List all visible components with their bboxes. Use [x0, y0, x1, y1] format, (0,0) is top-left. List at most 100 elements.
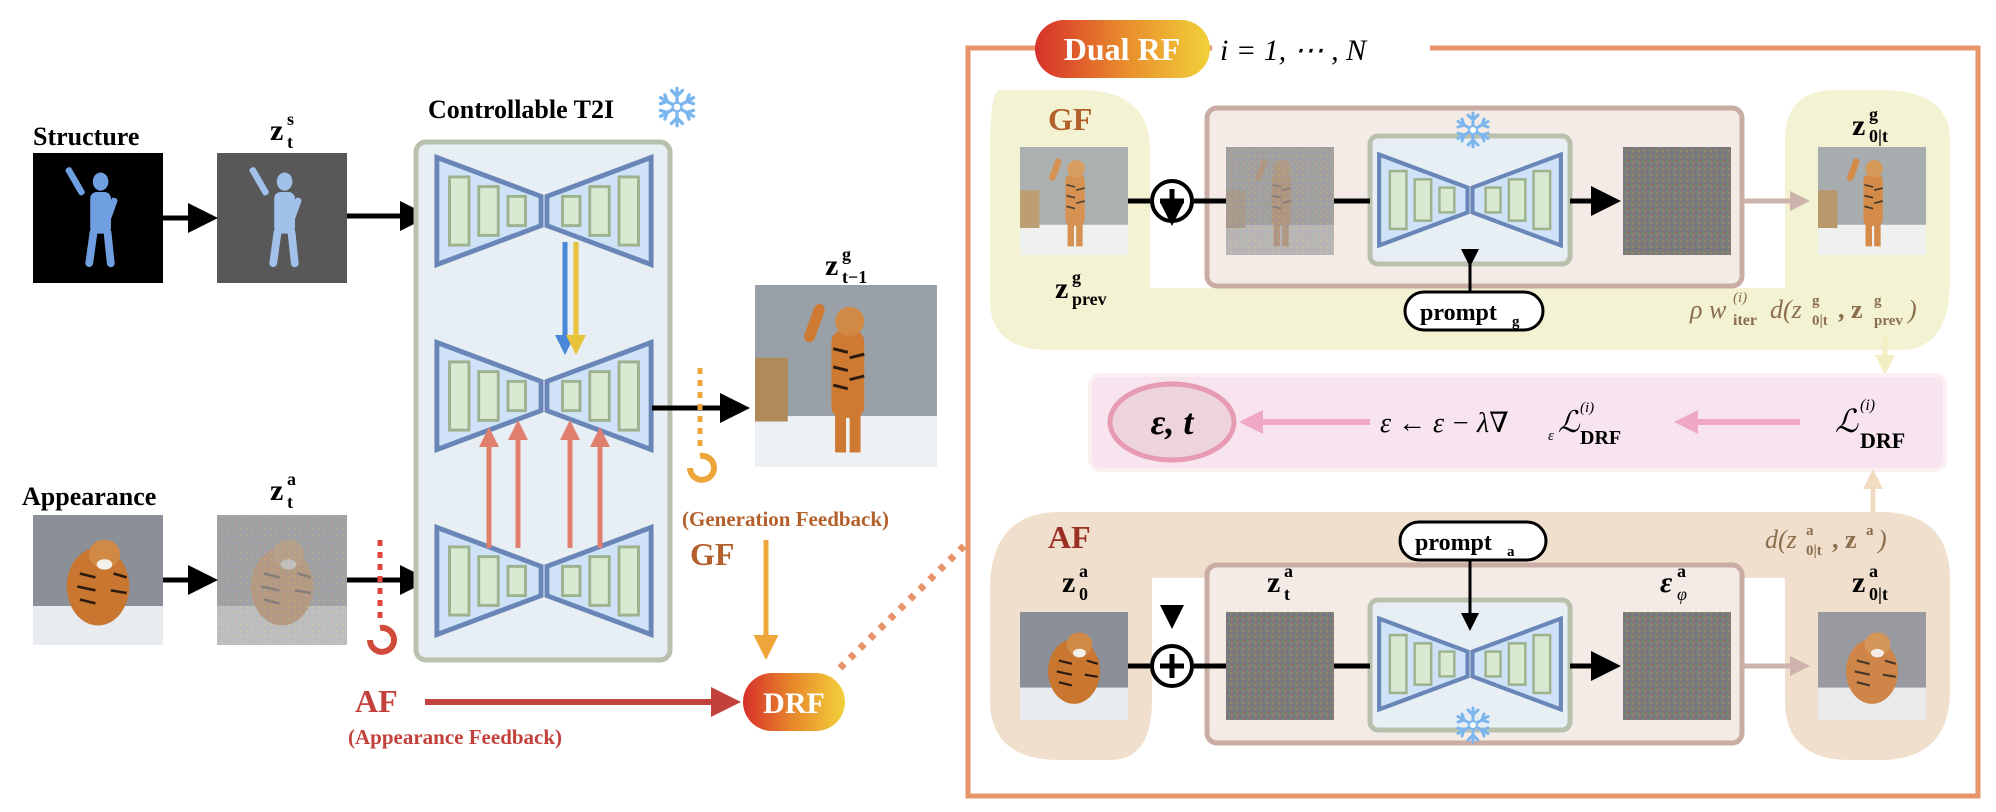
svg-text:g: g	[1869, 104, 1878, 124]
svg-text:0|t: 0|t	[1806, 543, 1822, 559]
svg-text:z: z	[1267, 566, 1280, 599]
z-prev-label: z g prev	[1055, 267, 1107, 309]
af-loop-icon	[367, 624, 397, 655]
svg-text:a: a	[1866, 523, 1874, 539]
eps-t-node	[1107, 381, 1237, 463]
appearance-label: Appearance	[22, 482, 156, 511]
dual-rf-label: Dual RF	[1064, 31, 1180, 67]
svg-text:, z: , z	[1838, 295, 1863, 324]
svg-text:0|t: 0|t	[1812, 313, 1828, 329]
feature-injection-arrows	[479, 420, 610, 548]
svg-text:ρ w: ρ w	[1689, 295, 1727, 324]
svg-text:d(z: d(z	[1765, 525, 1797, 554]
eps-t-label: ε, t	[1151, 402, 1195, 442]
svg-text:(i): (i)	[1860, 397, 1875, 414]
svg-text:iter: iter	[1733, 312, 1757, 329]
svg-text:φ: φ	[1677, 584, 1687, 604]
za-label: z a t	[270, 469, 296, 512]
z-0t-a-label: z a 0|t	[1852, 561, 1888, 604]
iteration-bg	[1212, 26, 1430, 66]
appearance-image	[33, 515, 163, 645]
gf-region-label: GF	[1048, 101, 1092, 137]
zs-noisy-image	[217, 153, 347, 283]
svg-text:t: t	[1284, 584, 1290, 604]
svg-text:DRF: DRF	[1860, 428, 1905, 453]
svg-text:ε: ε	[1660, 566, 1673, 599]
svg-text:a: a	[287, 469, 296, 489]
svg-text:prev: prev	[1874, 313, 1903, 329]
app-feedback-label: (Appearance Feedback)	[348, 725, 562, 749]
svg-text:g: g	[1812, 293, 1820, 309]
zg-label: z g t−1	[825, 244, 867, 287]
gf-distance-formula: ρ w (i) iter d(z g 0|t , z g prev )	[1689, 290, 1917, 329]
svg-text:g: g	[1874, 293, 1882, 309]
prompt-g-badge	[1403, 290, 1545, 332]
prompt-g-label: prompt	[1420, 300, 1497, 326]
prompt-g-sub: g	[1512, 314, 1520, 330]
drf-loss-bar	[1088, 373, 1947, 472]
svg-text:t: t	[287, 132, 293, 152]
generated-image	[755, 285, 937, 467]
drf-badge	[743, 673, 845, 731]
af-region-label: AF	[1048, 519, 1091, 555]
svg-text:DRF: DRF	[1580, 427, 1621, 449]
svg-text:prev: prev	[1072, 289, 1107, 309]
drf-label: DRF	[763, 687, 825, 720]
t2i-title: Controllable T2I	[428, 95, 614, 124]
z-0t-g-image	[1818, 147, 1926, 255]
plus-icon	[1160, 654, 1184, 678]
svg-text:s: s	[287, 109, 294, 129]
svg-text:t−1: t−1	[842, 267, 867, 287]
z-0-a-image	[1020, 612, 1128, 720]
z-0-a-label: z a 0	[1062, 561, 1088, 604]
gen-feedback-label: (Generation Feedback)	[682, 507, 889, 531]
svg-text:ε ← ε − λ∇: ε ← ε − λ∇	[1380, 408, 1509, 439]
gf-noise-output	[1623, 147, 1731, 255]
af-noise-output	[1623, 612, 1731, 720]
svg-text:a: a	[1677, 561, 1686, 581]
iteration-label: i = 1, ⋯ , N	[1220, 34, 1368, 67]
svg-text:z: z	[1852, 109, 1865, 142]
z-prev-image	[1020, 147, 1128, 255]
zoom-connector	[837, 542, 968, 671]
af-distance-formula: d(z a 0|t , z a )	[1765, 523, 1887, 559]
svg-text:ε: ε	[1548, 428, 1554, 444]
svg-text:g: g	[842, 244, 851, 264]
z-t-a-label: z a t	[1267, 561, 1293, 604]
svg-text:d(z: d(z	[1770, 295, 1802, 324]
dual-rf-badge	[1035, 20, 1210, 78]
svg-text:, z: , z	[1832, 525, 1857, 554]
dual-rf-frame	[965, 45, 1981, 799]
structure-image	[33, 153, 163, 283]
svg-text:z: z	[1852, 566, 1865, 599]
gf-label: GF	[690, 536, 734, 572]
svg-text:a: a	[1806, 523, 1814, 539]
structure-label: Structure	[33, 122, 139, 151]
prompt-a-sub: a	[1507, 544, 1515, 560]
svg-text:g: g	[1072, 267, 1081, 287]
loss-drf: ℒ (i) DRF	[1835, 397, 1905, 453]
prompt-a-label: prompt	[1415, 530, 1492, 556]
svg-text:(i): (i)	[1580, 400, 1594, 416]
eps-a-label: ε a φ	[1660, 561, 1687, 604]
svg-text:a: a	[1869, 561, 1878, 581]
update-rule: ε ← ε − λ∇ ε ℒ (i) DRF	[1380, 400, 1621, 449]
svg-text:ℒ: ℒ	[1835, 403, 1859, 439]
gf-loop-icon	[687, 452, 717, 483]
frozen-snowflake-icon	[658, 86, 696, 128]
af-label: AF	[355, 683, 398, 719]
svg-text:0|t: 0|t	[1869, 126, 1888, 146]
svg-text:ℒ: ℒ	[1558, 406, 1581, 439]
svg-text:(i): (i)	[1733, 290, 1747, 306]
svg-text:z: z	[1055, 272, 1068, 305]
prompt-a-badge	[1398, 520, 1548, 562]
z-0t-a-image	[1818, 612, 1926, 720]
svg-text:a: a	[1079, 561, 1088, 581]
svg-text:0|t: 0|t	[1869, 584, 1888, 604]
svg-text:z: z	[270, 114, 283, 147]
zs-label: z s t	[270, 109, 294, 152]
svg-text:): )	[1876, 525, 1887, 554]
svg-text:0: 0	[1079, 584, 1088, 604]
svg-text:z: z	[270, 474, 283, 507]
svg-text:z: z	[825, 249, 838, 282]
